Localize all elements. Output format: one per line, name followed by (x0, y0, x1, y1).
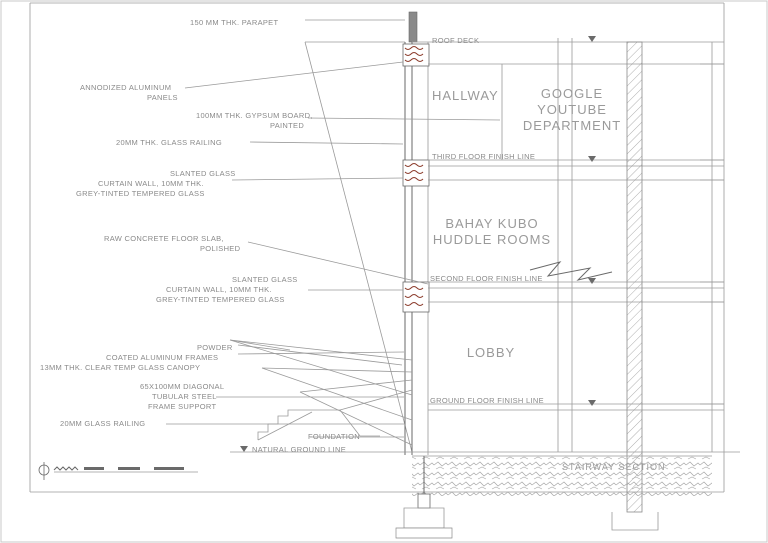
level-marker-ground (588, 400, 596, 406)
level-label-ground: GROUND FLOOR FINISH LINE (430, 396, 544, 405)
callout-slab-1: RAW CONCRETE FLOOR SLAB, (104, 234, 224, 243)
room-bahay-2: HUDDLE ROOMS (433, 232, 551, 247)
callout-curtain-upper-1: SLANTED GLASS (170, 169, 236, 178)
level-marker-second (588, 278, 596, 284)
callout-glass-railing-lower: 20MM GLASS RAILING (60, 419, 145, 428)
callout-roof-deck: ROOF DECK (432, 36, 479, 45)
callout-gypsum-2: PAINTED (270, 121, 304, 130)
scale-bar (53, 466, 198, 473)
insulation-third (402, 159, 430, 187)
level-marker-third (588, 156, 596, 162)
foundation-detail (395, 455, 712, 539)
room-google-2: YOUTUBE (537, 102, 607, 117)
callout-curtain-lower-1: SLANTED GLASS (232, 275, 298, 284)
room-google-1: GOOGLE (541, 86, 603, 101)
callout-frames-2: COATED ALUMINUM FRAMES (106, 353, 218, 362)
leader-lines (166, 19, 501, 438)
slanted-curtain-wall-line (304, 41, 413, 453)
insulation-roof (402, 43, 430, 67)
callout-steel-3: FRAME SUPPORT (148, 402, 216, 411)
callout-ngl: NATURAL GROUND LINE (252, 445, 346, 454)
room-bahay-1: BAHAY KUBO (445, 216, 538, 231)
callout-gypsum-1: 100MM THK. GYPSUM BOARD, (196, 111, 313, 120)
callout-glass-railing-upper: 20MM THK. GLASS RAILING (116, 138, 222, 147)
callout-steel-2: TUBULAR STEEL (152, 392, 217, 401)
wall-footing (611, 512, 659, 531)
break-line (529, 261, 613, 281)
stair-flight (257, 409, 300, 440)
callout-frames-3: 13MM THK. CLEAR TEMP GLASS CANOPY (40, 363, 200, 372)
section-title: STAIRWAY SECTION (562, 462, 666, 472)
parapet (408, 11, 418, 43)
callout-curtain-lower-2: CURTAIN WALL, 10MM THK. (166, 285, 272, 294)
callout-parapet: 150 MM THK. PARAPET (190, 18, 278, 27)
callout-panels-1: ANNODIZED ALUMINUM (80, 83, 171, 92)
callout-slab-2: POLISHED (200, 244, 241, 253)
level-label-second: SECOND FLOOR FINISH LINE (430, 274, 543, 283)
shear-wall (626, 41, 643, 513)
north-arrow-icon (38, 462, 50, 480)
level-marker-ngl (240, 446, 248, 452)
callout-steel-1: 65X100MM DIAGONAL (140, 382, 224, 391)
room-google-3: DEPARTMENT (523, 118, 621, 133)
callout-curtain-upper-3: GREY-TINTED TEMPERED GLASS (76, 189, 205, 198)
callout-curtain-lower-3: GREY-TINTED TEMPERED GLASS (156, 295, 285, 304)
room-lobby: LOBBY (467, 345, 515, 360)
callout-foundation: FOUNDATION (308, 432, 360, 441)
level-marker-roof (588, 36, 596, 42)
room-hallway: HALLWAY (432, 88, 499, 103)
callout-panels-2: PANELS (147, 93, 178, 102)
insulation-second (402, 281, 430, 313)
callout-frames-1: POWDER (197, 343, 233, 352)
callout-curtain-upper-2: CURTAIN WALL, 10MM THK. (98, 179, 204, 188)
canopy-frame (229, 339, 413, 446)
level-label-third: THIRD FLOOR FINISH LINE (432, 152, 535, 161)
